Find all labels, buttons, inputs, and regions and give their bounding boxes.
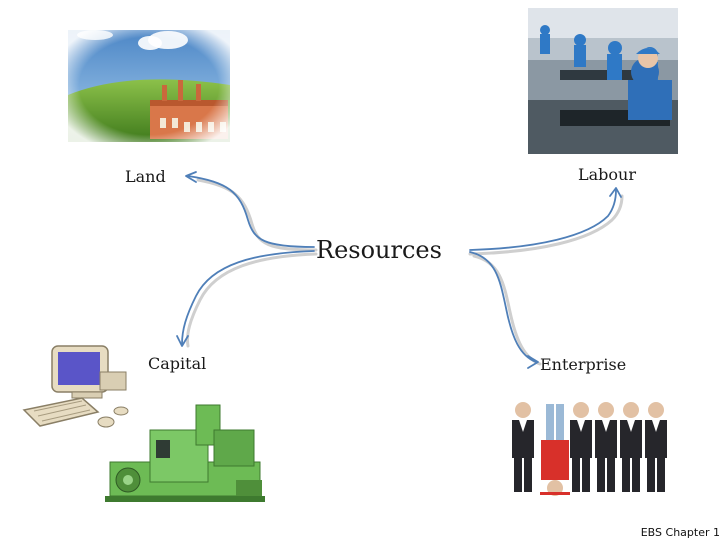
labour-picture (528, 8, 678, 154)
node-label-land: Land (125, 167, 166, 186)
land-picture (66, 28, 232, 144)
capital-picture (22, 345, 265, 502)
arrowhead-labour (609, 187, 622, 198)
node-label-enterprise: Enterprise (540, 355, 627, 374)
arrow-shadow-land (196, 178, 318, 252)
arrow-to-labour (469, 189, 617, 251)
arrowhead-capital (176, 335, 189, 347)
arrow-to-enterprise (469, 251, 537, 363)
arrow-to-land (187, 175, 315, 248)
arrow-shadow-labour (468, 194, 624, 256)
center-label-resources: Resources (316, 236, 442, 264)
arrowhead-enterprise (527, 355, 539, 369)
arrows (176, 171, 624, 369)
arrow-to-capital (181, 250, 315, 345)
node-label-labour: Labour (578, 165, 636, 184)
slide-footer: EBS Chapter 1 (640, 526, 720, 539)
arrowhead-land (185, 171, 197, 183)
enterprise-picture (512, 402, 667, 496)
arrow-shadow-capital (186, 252, 318, 348)
node-label-capital: Capital (148, 354, 207, 373)
